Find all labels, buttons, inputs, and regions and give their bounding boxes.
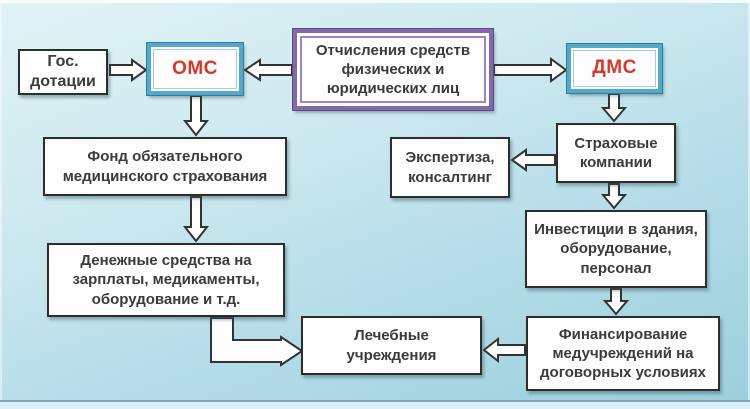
arrow-oms-to-fund <box>182 95 210 137</box>
arrow-insurers-to-invest <box>600 183 628 210</box>
frame-top-strip <box>0 0 750 3</box>
arrow-dms-to-insurers <box>600 93 628 123</box>
frame-right-strip <box>748 0 750 409</box>
node-gos-dotatsii: Гос. дотации <box>18 49 108 95</box>
arrow-fund-to-money <box>182 196 210 243</box>
arrow-contrib-to-oms <box>243 58 293 82</box>
node-contributions-label: Отчисления средств физических и юридичес… <box>315 41 471 98</box>
node-gos-dotatsii-label: Гос. дотации <box>30 52 96 90</box>
arrow-invest-to-financing <box>602 288 630 316</box>
node-contributions: Отчисления средств физических и юридичес… <box>293 29 493 110</box>
node-expertise-label: Экспертиза, консалтинг <box>405 149 495 186</box>
arrow-gos-to-oms <box>109 58 148 82</box>
arrow-insurers-to-expert <box>510 148 556 172</box>
frame-bottom-line <box>0 400 750 402</box>
arrow-financing-to-hospitals <box>482 336 526 364</box>
node-financing: Финансирование медучреждений на договорн… <box>526 316 720 391</box>
node-investments: Инвестиции в здания, оборудование, персо… <box>525 210 707 288</box>
node-oms-label: ОМС <box>172 57 218 79</box>
node-money-funds: Денежные средства на зарплаты, медикамен… <box>47 243 285 317</box>
arrow-money-to-hospitals-elbow <box>210 317 304 367</box>
node-dms-label: ДМС <box>592 57 637 79</box>
node-oms: ОМС <box>147 43 243 95</box>
node-money-funds-label: Денежные средства на зарплаты, медикамен… <box>72 252 260 308</box>
node-financing-label: Финансирование медучреждений на договорн… <box>540 325 706 382</box>
node-fund-oms: Фонд обязательного медицинского страхова… <box>43 137 287 196</box>
node-dms: ДМС <box>567 44 662 93</box>
node-medical-institutions: Лечебные учреждения <box>301 316 482 375</box>
node-expertise: Экспертиза, консалтинг <box>390 137 510 198</box>
node-medical-institutions-label: Лечебные учреждения <box>346 327 437 364</box>
node-insurance-companies: Страховые компании <box>556 123 676 183</box>
node-fund-oms-label: Фонд обязательного медицинского страхова… <box>62 148 268 185</box>
frame-bottom-strip <box>0 402 750 409</box>
frame-left-strip <box>0 0 2 409</box>
arrow-contrib-to-dms <box>493 57 568 83</box>
node-insurance-companies-label: Страховые компании <box>574 134 658 171</box>
node-investments-label: Инвестиции в здания, оборудование, персо… <box>534 221 698 277</box>
